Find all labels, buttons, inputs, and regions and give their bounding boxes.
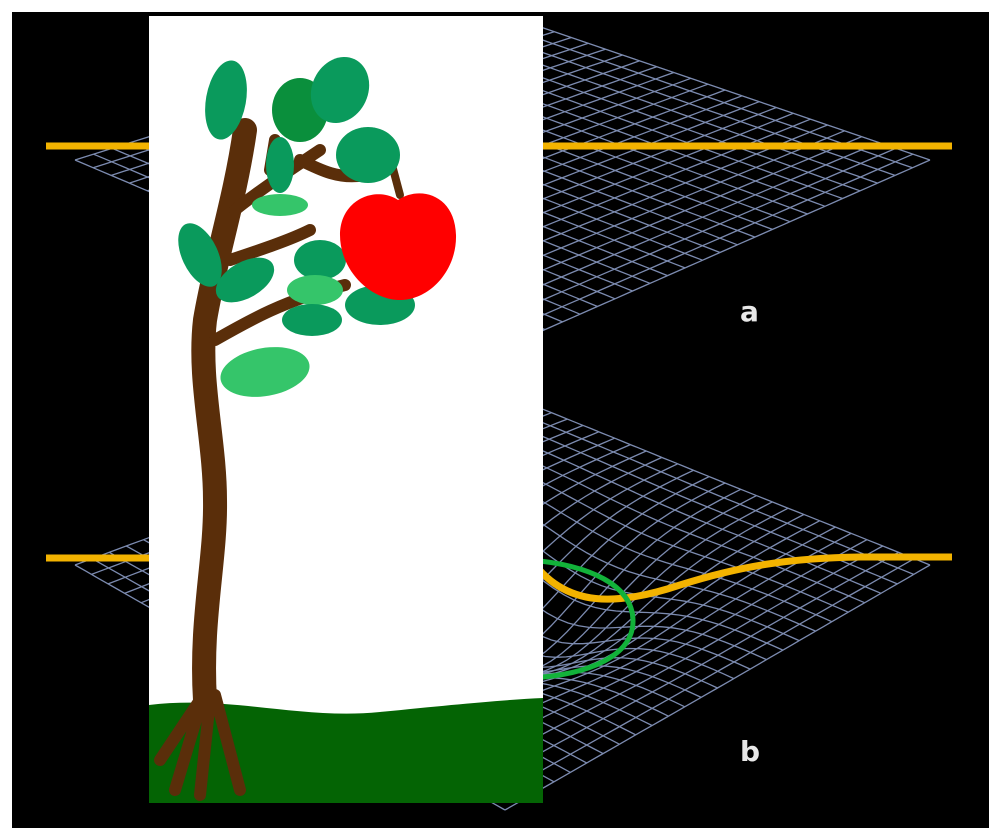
panel-b-light-path <box>46 553 952 603</box>
tree-roots <box>154 684 246 801</box>
leaf <box>252 194 308 216</box>
grid-line <box>504 564 931 811</box>
leaf <box>282 304 342 336</box>
grid-line <box>471 551 899 792</box>
leaf <box>178 223 222 287</box>
leaf <box>220 347 310 397</box>
leaf <box>310 56 370 124</box>
grid-line <box>491 153 914 338</box>
apple-tree-card <box>149 16 543 803</box>
grid-line <box>519 19 931 161</box>
grid-line <box>519 399 931 566</box>
ground-hill <box>149 698 543 803</box>
tree-leaves <box>178 56 415 397</box>
apple-icon <box>340 193 457 300</box>
grid-line <box>482 31 896 177</box>
tree-icon <box>154 56 457 801</box>
leaf <box>336 127 400 183</box>
curvature-circle <box>529 557 636 681</box>
panel-b-label: b <box>740 735 760 768</box>
leaf <box>266 137 294 193</box>
grid-line <box>502 405 914 576</box>
leaf <box>294 240 346 280</box>
tree-trunk <box>191 118 257 712</box>
leaf <box>215 257 275 303</box>
leaf <box>287 275 343 305</box>
panel-a-label: a <box>740 295 759 328</box>
grid-line <box>509 159 931 346</box>
grid-line <box>488 558 915 802</box>
leaf <box>205 60 247 140</box>
grid-line <box>473 147 897 331</box>
